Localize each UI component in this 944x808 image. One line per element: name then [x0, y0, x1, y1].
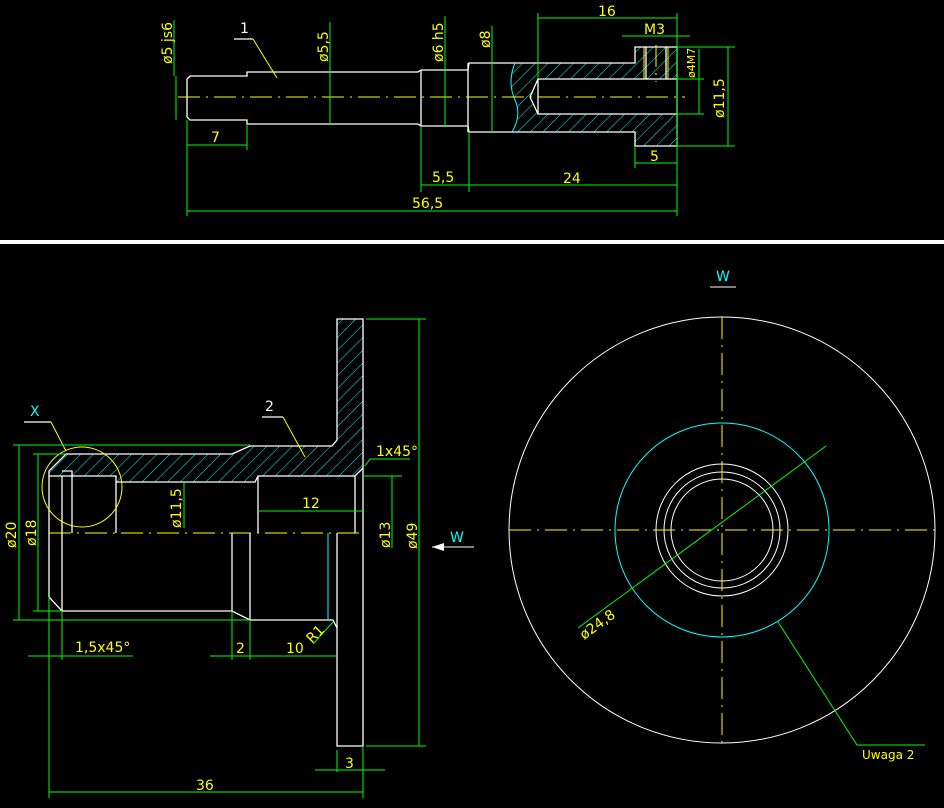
- part1-dimensions: [173, 13, 735, 216]
- dim-chamfer-1x45: 1x45°: [376, 444, 418, 460]
- dim-5: 5: [650, 149, 659, 165]
- dim-24: 24: [563, 171, 581, 187]
- view-w: W ø24,8 Uwaga 2: [508, 269, 936, 762]
- sleeve-hatch: [49, 319, 363, 482]
- view-arrow-label: W: [450, 530, 464, 546]
- dim-d8: ø8: [478, 31, 494, 48]
- dim-r1: R1: [304, 622, 328, 646]
- view-w-title: W: [716, 269, 730, 285]
- shaft-hatch: [511, 47, 677, 146]
- detail-label-x: X: [30, 404, 40, 420]
- dim-d18: ø18: [24, 520, 40, 546]
- item-number-2: 2: [265, 399, 274, 415]
- dim-d5js6: ø5 js6: [160, 22, 176, 64]
- dim-5-5: 5,5: [432, 170, 454, 186]
- dim-56-5: 56,5: [412, 196, 443, 212]
- dim-10: 10: [286, 641, 304, 657]
- dim-7: 7: [211, 130, 220, 146]
- part2-dimensions: [13, 318, 426, 798]
- dim-d5-5: ø5,5: [316, 31, 332, 62]
- dim-2: 2: [236, 641, 245, 657]
- dim-16: 16: [598, 4, 616, 20]
- dim-36: 36: [196, 778, 214, 794]
- dim-d4m7: ø4M7: [685, 48, 698, 78]
- dim-d24-8: ø24,8: [577, 607, 619, 643]
- detail-x-circle: [41, 446, 123, 528]
- dim-d20: ø20: [4, 522, 20, 548]
- dim-d49: ø49: [405, 523, 421, 549]
- dim-d6h5: ø6 h5: [431, 22, 447, 62]
- separator: [0, 240, 944, 244]
- dim-d13: ø13: [378, 522, 394, 548]
- dim-3: 3: [345, 756, 354, 772]
- part1-shaft: 1 ø5 js6 ø5,5 ø6 h5 ø8 16 M3 ø4M7: [160, 4, 735, 216]
- item-number-1: 1: [240, 21, 249, 37]
- dim-m3: M3: [644, 22, 665, 38]
- part2-sleeve: X 2 ø20 ø18 ø11,5 12 1x45° ø13: [4, 318, 474, 798]
- dim-d11-5: ø11,5: [169, 488, 185, 528]
- note-uwaga-2: Uwaga 2: [862, 748, 914, 762]
- dim-12: 12: [302, 496, 320, 512]
- dim-d11-5: ø11,5: [712, 78, 728, 118]
- dim-chamfer-1-5x45: 1,5x45°: [75, 640, 130, 656]
